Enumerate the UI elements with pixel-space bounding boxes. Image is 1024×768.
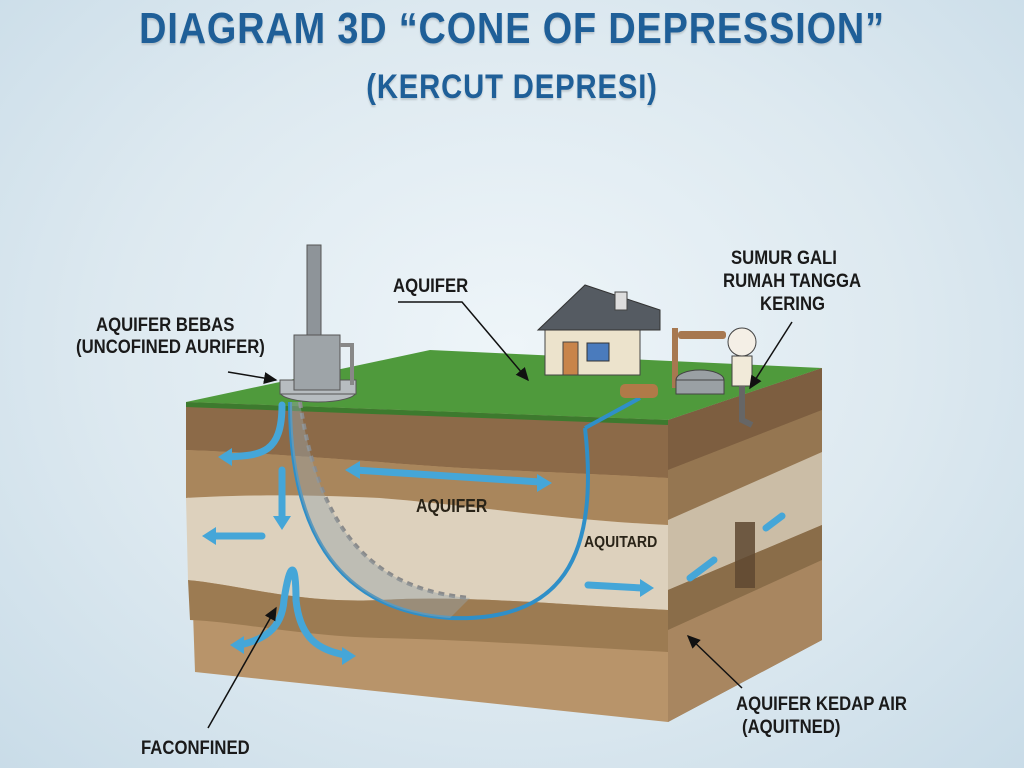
leader-lines bbox=[207, 301, 793, 729]
label-dug-well-2: RUMAH TANGGA bbox=[723, 271, 862, 292]
label-line: AQUIFER BEBAS bbox=[96, 315, 235, 336]
label-dug-well-1: SUMUR GALI bbox=[731, 248, 837, 269]
house bbox=[536, 284, 661, 376]
cone-of-depression bbox=[288, 396, 641, 621]
label-unconfined-aquifer-en: (UNCOFINED AURIFER) bbox=[76, 337, 265, 358]
flow-arrowheads bbox=[202, 448, 654, 665]
block-side-face bbox=[668, 368, 822, 722]
label-unconfined-aquifer: AQUIFER BEBAS bbox=[96, 315, 234, 337]
label-aquitard: AQUITARD bbox=[584, 534, 658, 551]
label-dug-well-3: KERING bbox=[760, 294, 826, 315]
label-impermeable-1: AQUIFER KEDAP AIR bbox=[736, 694, 907, 715]
diagram-title: DIAGRAM 3D “CONE OF DEPRESSION” bbox=[139, 4, 885, 53]
label-impermeable-2: (AQUITNED) bbox=[742, 717, 841, 738]
diagram-subtitle: (KERCUT DEPRESI) bbox=[366, 68, 658, 106]
grass-surface bbox=[186, 350, 822, 420]
dry-dug-well bbox=[620, 328, 726, 398]
pumping-well bbox=[279, 244, 357, 403]
sad-person bbox=[727, 327, 757, 428]
label-confined: FACONFINED bbox=[141, 738, 250, 759]
label-aquifer-top: AQUIFER bbox=[393, 276, 469, 297]
label-aquifer-layer: AQUIFER bbox=[416, 496, 488, 516]
